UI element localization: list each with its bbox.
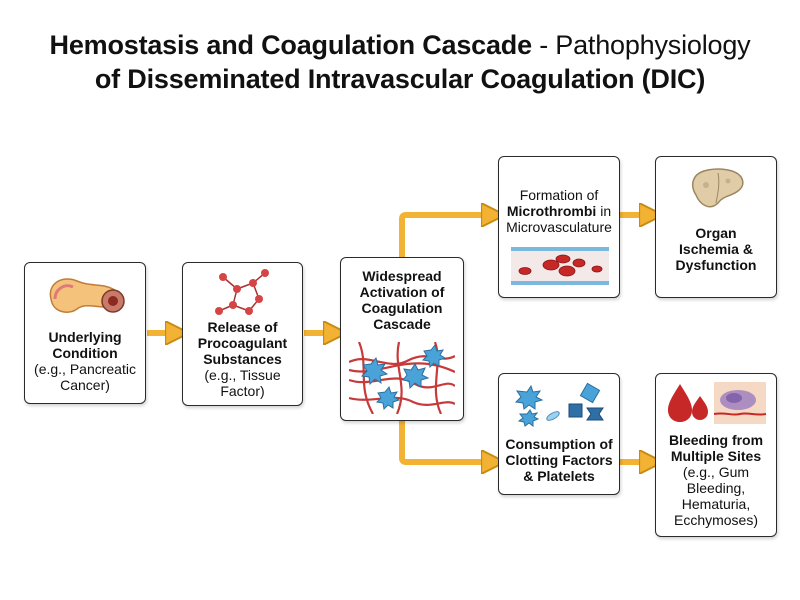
title-light: Pathophysiology: [555, 30, 751, 60]
node-microthrombi: Formation of Microthrombi in Microvascul…: [498, 156, 620, 298]
node-widespread-activation: Widespread Activation of Coagulation Cas…: [340, 257, 464, 421]
organ-bold-2: Ischemia &: [679, 241, 753, 257]
underlying-bold-1: Underlying: [48, 329, 122, 345]
node-release-procoagulant: Release of Procoagulant Substances (e.g.…: [182, 262, 303, 406]
bleeding-normal-3: Hematuria,: [681, 496, 751, 512]
arrow-branch-up: [399, 215, 486, 257]
bleeding-normal-4: Ecchymoses): [673, 512, 759, 528]
consumption-bold-3: & Platelets: [523, 468, 595, 484]
release-bold-3: Substances: [203, 351, 282, 367]
release-bold-1: Release of: [207, 319, 278, 335]
consumption-text: Consumption of Clotting Factors & Platel…: [499, 436, 619, 484]
activation-bold-3: Coagulation: [361, 300, 443, 316]
title-bold: Hemostasis and Coagulation Cascade: [49, 30, 533, 60]
node-organ-ischemia: Organ Ischemia & Dysfunction: [655, 156, 777, 298]
node-consumption: Consumption of Clotting Factors & Platel…: [498, 373, 620, 495]
microthrombi-line-3: Microvasculature: [506, 219, 612, 235]
release-bold-2: Procoagulant: [197, 335, 288, 351]
underlying-bold-2: Condition: [52, 345, 118, 361]
bleeding-bold-2: Multiple Sites: [670, 448, 762, 464]
consumption-bold-1: Consumption of: [505, 436, 613, 452]
release-normal-1: (e.g., Tissue: [204, 367, 281, 383]
title-line-1: Hemostasis and Coagulation Cascade - Pat…: [0, 28, 800, 62]
microthrombi-after: in: [596, 203, 612, 219]
activation-bold-4: Cascade: [373, 316, 431, 332]
bleeding-bold-1: Bleeding from: [668, 432, 764, 448]
blood-vessel-clot-icon: [511, 247, 609, 285]
underlying-normal-2: Cancer): [60, 377, 110, 393]
title-bold-2: of Disseminated Intravascular Coagulatio…: [94, 64, 706, 94]
organ-bold-1: Organ: [695, 225, 737, 241]
release-text: Release of Procoagulant Substances (e.g.…: [183, 319, 302, 399]
molecule-icon: [215, 269, 269, 315]
bleeding-normal-1: (e.g., Gum: [682, 464, 750, 480]
consumption-bold-2: Clotting Factors: [505, 452, 613, 468]
title-sep: -: [531, 30, 556, 60]
node-bleeding: Bleeding from Multiple Sites (e.g., Gum …: [655, 373, 777, 537]
bleeding-text: Bleeding from Multiple Sites (e.g., Gum …: [656, 432, 776, 528]
underlying-text: Underlying Condition (e.g., Pancreatic C…: [25, 329, 145, 393]
node-underlying-condition: Underlying Condition (e.g., Pancreatic C…: [24, 262, 146, 404]
fibrin-mesh-icon: [349, 342, 455, 414]
blood-drop-bruise-icon: [668, 382, 767, 424]
title-line-2: of Disseminated Intravascular Coagulatio…: [0, 62, 800, 96]
activation-bold-2: Activation of: [359, 284, 445, 300]
release-normal-2: Factor): [220, 383, 265, 399]
microthrombi-bold: Microthrombi: [506, 203, 597, 219]
pancreas-tumor-icon: [49, 278, 125, 313]
liver-organ-icon: [691, 168, 744, 208]
arrow-branch-down: [399, 421, 486, 462]
organ-bold-3: Dysfunction: [675, 257, 757, 273]
microthrombi-text: Formation of Microthrombi in Microvascul…: [499, 187, 619, 235]
activation-bold-1: Widespread: [362, 268, 442, 284]
activation-text: Widespread Activation of Coagulation Cas…: [341, 268, 463, 332]
microthrombi-line-1: Formation of: [519, 187, 599, 203]
bleeding-normal-2: Bleeding,: [686, 480, 746, 496]
platelets-factors-icon: [514, 382, 604, 427]
diagram-title: Hemostasis and Coagulation Cascade - Pat…: [0, 28, 800, 96]
microthrombi-line-2: Microthrombi in: [499, 203, 619, 219]
organ-text: Organ Ischemia & Dysfunction: [656, 225, 776, 273]
underlying-normal-1: (e.g., Pancreatic: [34, 361, 136, 377]
